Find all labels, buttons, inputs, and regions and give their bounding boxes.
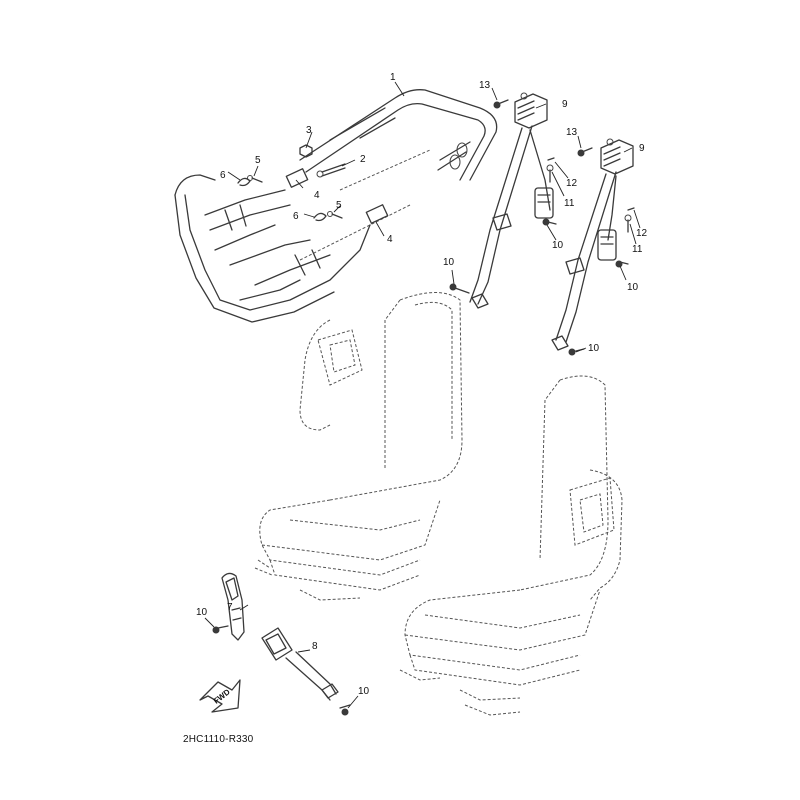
- buckle-7: [212, 572, 245, 641]
- callout-labels: 1 2 3 4 4 5 5 6 6 7 8 9 9 10 10 10 10 10…: [196, 72, 648, 697]
- callout-13a: 13: [479, 80, 491, 91]
- callout-10a: 10: [443, 257, 455, 268]
- callout-3: 3: [306, 125, 312, 136]
- drawing-code: 2HC1110-R330: [183, 734, 254, 745]
- callout-10d: 10: [588, 343, 600, 354]
- callout-10c: 10: [627, 282, 639, 293]
- callout-11a: 11: [564, 198, 575, 209]
- callout-6b: 6: [293, 211, 299, 222]
- callout-5b: 5: [336, 200, 342, 211]
- callout-2: 2: [360, 154, 366, 165]
- callout-6a: 6: [220, 170, 226, 181]
- seat-right: [399, 375, 623, 716]
- callout-10e: 10: [196, 607, 208, 618]
- fwd-label: FWD: [212, 687, 232, 705]
- roll-bar-frame: [174, 89, 498, 323]
- buckle-8: [261, 627, 351, 716]
- seat-left: [254, 292, 463, 601]
- callout-1: 1: [390, 72, 396, 83]
- callout-10f: 10: [358, 686, 370, 697]
- callout-9b: 9: [639, 143, 645, 154]
- callout-5a: 5: [255, 155, 261, 166]
- callout-12b: 12: [636, 228, 648, 239]
- callout-4b: 4: [387, 234, 393, 245]
- callout-8: 8: [312, 641, 318, 652]
- callout-11b: 11: [632, 244, 643, 255]
- callout-10b: 10: [552, 240, 564, 251]
- callout-13b: 13: [566, 127, 578, 138]
- callout-leaders: [204, 81, 641, 709]
- callout-4a: 4: [314, 190, 320, 201]
- seat-belt-left: [449, 92, 557, 309]
- fwd-arrow-icon: FWD: [199, 679, 241, 713]
- callout-12a: 12: [566, 178, 578, 189]
- callout-9a: 9: [562, 99, 568, 110]
- callout-7: 7: [227, 602, 233, 613]
- seat-belt-right: [551, 138, 635, 356]
